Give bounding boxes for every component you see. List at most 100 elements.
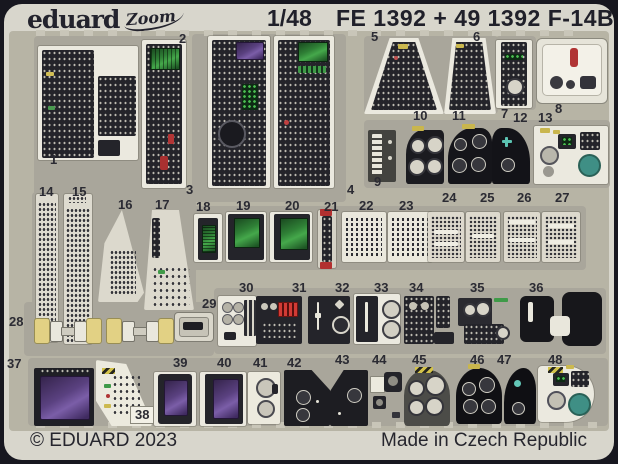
part-18-graphic — [194, 212, 224, 264]
dial — [463, 399, 478, 414]
yellow-chip — [566, 365, 574, 369]
hazard-stripe — [548, 367, 563, 373]
dial — [471, 157, 486, 172]
made-in-text: Made in Czech Republic — [381, 430, 587, 451]
round-cutout — [506, 78, 524, 96]
dial — [462, 382, 476, 396]
dial — [512, 402, 525, 415]
detail — [98, 140, 120, 156]
part-39-graphic — [154, 370, 198, 428]
part-number-label: 32 — [335, 280, 350, 295]
part-number-label: 44 — [372, 352, 387, 367]
green-crt-screen — [234, 218, 260, 248]
part-number-label: 27 — [555, 190, 570, 205]
part-35-graphic — [456, 292, 512, 348]
copyright-text: © EDUARD 2023 — [30, 430, 178, 451]
purple-display — [236, 42, 264, 60]
keypad-dots — [431, 216, 461, 258]
part-4-graphic — [272, 34, 338, 192]
belt-pad-yellow — [86, 318, 102, 344]
part-number-label: 34 — [409, 280, 424, 295]
dial — [382, 300, 401, 319]
red-knob — [168, 134, 174, 144]
part-9-graphic — [364, 126, 400, 186]
button-grid — [110, 250, 136, 296]
fret-tabs-row — [36, 30, 588, 36]
instrument-hole — [426, 136, 444, 154]
dial-hole — [496, 326, 510, 340]
button-row — [40, 368, 90, 375]
button-columns — [346, 216, 382, 258]
teal-instrument — [568, 393, 591, 416]
part-number-label: 22 — [359, 198, 374, 213]
part-number-label: 5 — [371, 29, 379, 44]
green-chip — [494, 298, 508, 302]
part-44-graphic — [368, 368, 404, 426]
dark-dial — [566, 80, 575, 89]
rivet-rows — [38, 202, 56, 336]
part-number-label: 14 — [39, 184, 54, 199]
dark-button — [580, 76, 596, 89]
part-7-graphic — [494, 38, 534, 110]
part-number-label: 47 — [497, 352, 512, 367]
dome-body — [492, 128, 530, 184]
panel-body — [436, 296, 450, 328]
purple-mfd-screen — [40, 376, 90, 420]
part-12-graphic — [490, 124, 534, 188]
part-number-label: 3 — [186, 182, 194, 197]
green-lights — [556, 376, 565, 382]
part-number-label: 40 — [217, 355, 232, 370]
cluster-body — [464, 324, 504, 344]
part-number-label: 46 — [470, 352, 485, 367]
yellow-marking — [412, 126, 424, 131]
part-number-label: 7 — [501, 106, 509, 121]
white-slot — [434, 230, 458, 234]
dot-row — [68, 196, 86, 203]
hazard-stripe — [102, 368, 115, 374]
dial — [481, 399, 496, 414]
white-slot — [434, 242, 458, 246]
red-lever — [570, 48, 578, 67]
yellow-marking — [468, 364, 480, 369]
white-slot — [472, 234, 494, 238]
dark-button-block — [571, 371, 589, 387]
part-22-graphic — [342, 210, 386, 264]
green-chip — [158, 270, 165, 274]
belt-pad-yellow — [158, 318, 174, 344]
part-31-graphic — [256, 294, 304, 346]
green-dashes — [505, 54, 523, 60]
part-5-graphic — [364, 38, 444, 114]
part-number-label: 13 — [538, 110, 553, 125]
part-number-label: 23 — [399, 198, 414, 213]
part-number-label: 19 — [236, 198, 251, 213]
instrument-hole — [425, 397, 444, 416]
part-1-graphic — [36, 44, 142, 162]
dome-body — [504, 368, 536, 424]
green-chip — [104, 384, 111, 388]
part-number-label: 39 — [173, 355, 188, 370]
detail — [388, 140, 392, 144]
dial — [388, 376, 398, 386]
part-number-label: 42 — [287, 355, 302, 370]
red-dot — [106, 394, 110, 398]
product-title: FE 1392 + 49 1392 F-14B — [336, 5, 615, 31]
part-number-label: 30 — [239, 280, 254, 295]
dial — [421, 302, 429, 310]
part-number-label: 16 — [118, 197, 133, 212]
strip-body — [322, 216, 332, 262]
part-34-graphic — [404, 292, 454, 348]
yellow-marking — [398, 44, 408, 49]
instrument-hole — [410, 138, 426, 154]
part-number-label: 18 — [196, 199, 211, 214]
slider-knob — [315, 313, 321, 318]
dial — [222, 302, 233, 313]
detail — [392, 412, 400, 418]
part-41-graphic — [248, 370, 282, 426]
dial — [270, 303, 277, 310]
part-number-label: 28 — [9, 314, 24, 329]
part-number-label: 8 — [555, 101, 563, 116]
part-37-graphic — [32, 364, 98, 428]
part-number-label: 38 — [130, 406, 155, 424]
panel-body — [501, 42, 527, 106]
teal-instrument — [578, 154, 601, 177]
